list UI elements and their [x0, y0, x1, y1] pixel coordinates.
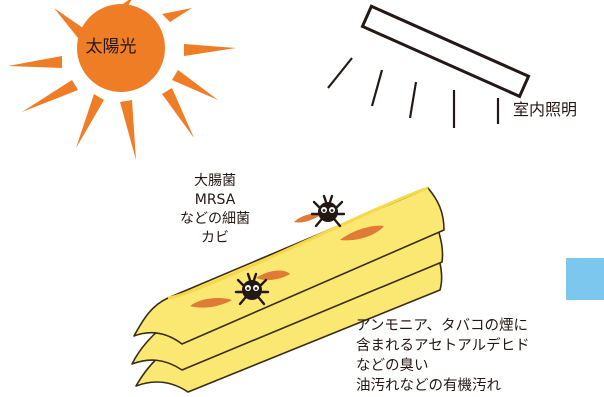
sun-label: 太陽光: [85, 37, 137, 57]
odor-line: 油汚れなどの有機汚れ: [356, 378, 501, 394]
sun-ray: [162, 88, 194, 138]
sun-ray: [184, 44, 236, 56]
fabric-fold-highlight: [167, 186, 429, 300]
light-ray: [370, 69, 384, 107]
indoor-light-label: 室内照明: [513, 100, 578, 119]
sun-ray: [120, 100, 136, 160]
accent-box: [566, 258, 604, 300]
sun-ray: [22, 80, 78, 112]
odor-line: などの臭い: [356, 358, 429, 374]
stain: [340, 225, 384, 241]
light-rays: [327, 57, 500, 128]
sun-ray: [8, 56, 62, 68]
germ-icon: [234, 272, 270, 306]
odor-line: 含まれるアセトアルデヒド: [356, 338, 530, 354]
indoor-lamp-icon: [360, 4, 531, 99]
bacteria-line: カビ: [201, 230, 229, 246]
bacteria-line: MRSA: [194, 192, 236, 208]
sun-ray: [76, 94, 104, 148]
sun-ray: [54, 8, 86, 38]
sun-ray: [162, 8, 192, 22]
bacteria-line: 大腸菌: [194, 173, 236, 189]
sun-ray: [172, 70, 218, 100]
odor-label: アンモニア、タバコの煙に 含まれるアセトアルデヒド などの臭い 油汚れなどの有機…: [356, 316, 530, 396]
stain: [256, 270, 290, 281]
bacteria-label: 大腸菌 MRSA などの細菌 カビ: [160, 172, 270, 248]
light-ray: [327, 57, 353, 89]
sun-icon: [77, 4, 165, 92]
light-ray: [408, 81, 418, 119]
stain: [190, 298, 232, 308]
stains: [190, 213, 384, 308]
odor-line: アンモニア、タバコの煙に: [356, 318, 528, 334]
bacteria-line: などの細菌: [180, 211, 250, 227]
germ-icon: [310, 194, 346, 228]
stain: [294, 213, 322, 223]
sun-rays: [8, 0, 236, 160]
